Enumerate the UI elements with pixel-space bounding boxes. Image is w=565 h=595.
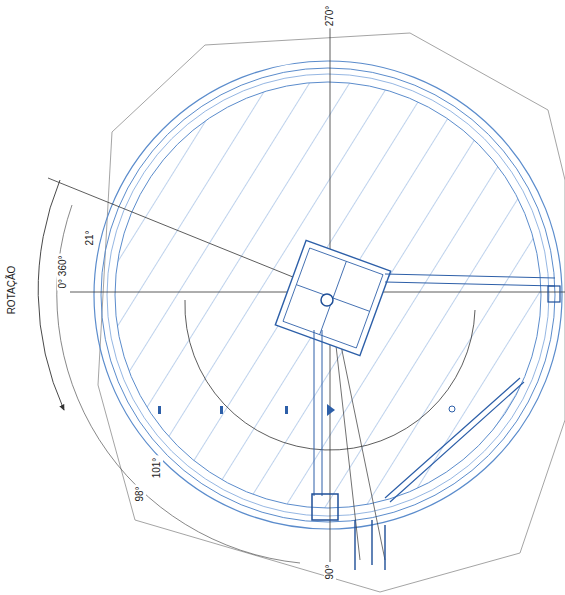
pipe	[385, 274, 555, 286]
ring	[107, 74, 549, 516]
angle-label: 0° 360°	[57, 253, 69, 290]
dimension-arc	[57, 205, 300, 563]
angle-label: 270°	[324, 4, 336, 29]
pipe	[314, 330, 322, 496]
angle-label: 98°	[134, 484, 146, 503]
outer-ring	[94, 61, 562, 529]
marks	[158, 404, 455, 416]
rotation-label: ROTAÇÃO	[6, 264, 18, 317]
ring	[101, 68, 555, 522]
angle-line	[48, 178, 330, 292]
base-outline	[98, 33, 565, 592]
pipe-box	[312, 494, 338, 520]
center-drive	[275, 240, 390, 355]
angle-label: 90°	[324, 562, 336, 581]
hatched-floor	[115, 82, 541, 508]
angle-label: 101°	[151, 456, 163, 481]
angle-label: 21°	[84, 228, 96, 247]
rotation-arc	[38, 180, 64, 410]
scum-beam	[385, 378, 524, 502]
pipe	[355, 520, 385, 570]
